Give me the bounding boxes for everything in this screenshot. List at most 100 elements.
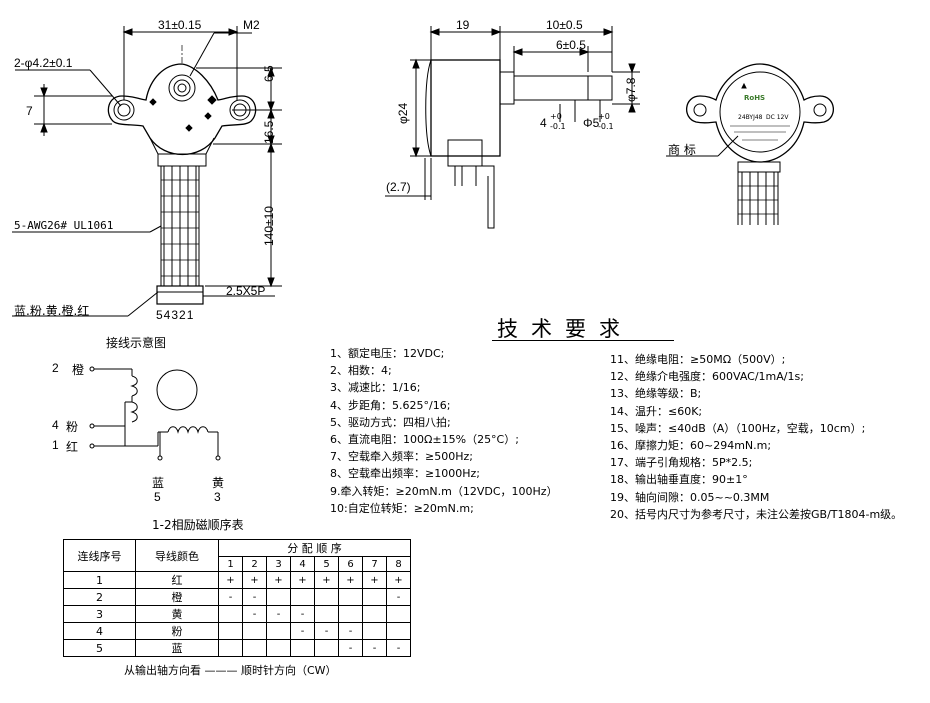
label-view-drawing: [666, 63, 834, 225]
row-no-cell: 5: [63, 639, 136, 657]
spec-item: 14、温升：≤60K;: [610, 404, 703, 418]
spec-item: 7、空载牵入频率：≥500Hz;: [330, 450, 473, 464]
spec-item: 15、噪声：≤40dB（A）（100Hz，空载，10cm）;: [610, 421, 866, 435]
sequence-cell: -: [266, 605, 291, 623]
side-dim-10-5: 10±0.5: [546, 18, 583, 32]
spec-item: 18、输出轴垂直度：90±1°: [610, 473, 748, 487]
side-dim-19: 19: [456, 18, 470, 32]
sequence-cell: -: [290, 622, 315, 640]
row-no-cell: 1: [63, 571, 136, 589]
sequence-cell: -: [362, 639, 387, 657]
sequence-cell: [386, 605, 411, 623]
sequence-cell: [314, 605, 339, 623]
side-tol-5-plus: +0: [598, 112, 610, 121]
side-dim-4: 4: [540, 116, 547, 130]
sequence-cell: -: [386, 588, 411, 606]
wire-5-num: 5: [154, 490, 161, 504]
side-view-drawing: [385, 26, 640, 229]
sequence-cell: [242, 639, 267, 657]
tech-title: 技术要求: [497, 317, 633, 341]
wire-4-num: 4: [52, 418, 59, 432]
tech-title-underline: [492, 340, 674, 341]
front-view-drawing: [12, 26, 282, 317]
pin-order-label: 54321: [156, 308, 195, 322]
row-no-cell: 2: [63, 588, 136, 606]
spec-item: 10:自定位转矩：≥20mN.m;: [330, 501, 474, 515]
sequence-cell: [218, 622, 243, 640]
sequence-cell: +: [242, 571, 267, 589]
spec-item: 8、空载牵出频率：≥1000Hz;: [330, 467, 480, 481]
front-dim-6-5: 6.5: [262, 65, 276, 82]
sequence-cell: [338, 605, 363, 623]
spec-item: 13、绝缘等级：B;: [610, 387, 702, 401]
spec-item: 11、绝缘电阻：≥50MΩ（500V）;: [610, 353, 786, 366]
front-dim-140: 140±10: [262, 206, 276, 246]
step-cell: 7: [362, 556, 387, 572]
sequence-cell: +: [338, 571, 363, 589]
row-color-cell: 橙: [135, 588, 219, 606]
sequence-cell: [362, 588, 387, 606]
sequence-cell: -: [242, 588, 267, 606]
sequence-cell: +: [314, 571, 339, 589]
connector-label: 2.5X5P: [226, 284, 266, 298]
row-color-cell: 蓝: [135, 639, 219, 657]
spec-item: 6、直流电阻：100Ω±15%（25°C）;: [330, 433, 519, 447]
sequence-cell: [266, 639, 291, 657]
front-hole-dim: 2-φ4.2±0.1: [14, 56, 73, 70]
spec-item: 12、绝缘介电强度：600VAC/1mA/1s;: [610, 370, 804, 384]
sequence-cell: -: [242, 605, 267, 623]
side-dim-d5: Φ5: [583, 116, 600, 130]
wiring-title: 接线示意图: [106, 336, 167, 350]
sequence-cell: [218, 605, 243, 623]
step-cell: 4: [290, 556, 315, 572]
spec-item: 5、驱动方式：四相八拍;: [330, 415, 451, 429]
wire-1-color: 红: [66, 440, 79, 454]
col-header-seq: 分 配 顺 序: [218, 539, 411, 557]
wire-spec-label: 5-AWG26# UL1061: [14, 219, 114, 232]
side-dim-2-7: (2.7): [386, 180, 411, 194]
sequence-cell: -: [314, 622, 339, 640]
sequence-cell: +: [362, 571, 387, 589]
row-no-cell: 4: [63, 622, 136, 640]
front-left-dim: 7: [26, 104, 33, 118]
wire-3-color: 黄: [212, 476, 225, 490]
sequence-cell: -: [218, 588, 243, 606]
tech-left-list: 1、额定电压：12VDC;2、相数：4;3、减速比：1/16;4、步距角：5.6…: [330, 345, 558, 517]
sequence-cell: [266, 588, 291, 606]
col-header-no: 连线序号: [63, 539, 136, 572]
sequence-cell: +: [266, 571, 291, 589]
spec-item: 9.牵入转矩：≥20mN.m（12VDC，100Hz）: [330, 484, 558, 498]
spec-item: 16、摩擦力矩：60~294mN.m;: [610, 439, 772, 453]
sequence-cell: [266, 622, 291, 640]
wire-2-color: 橙: [72, 363, 85, 377]
wire-4-color: 粉: [66, 420, 79, 434]
spec-item: 2、相数：4;: [330, 364, 392, 378]
label-model: 24BYJ48: [738, 114, 763, 121]
sequence-cell: [362, 605, 387, 623]
sequence-cell: [290, 588, 315, 606]
sequence-cell: +: [218, 571, 243, 589]
label-rohs: RoHS: [744, 94, 766, 102]
col-header-color: 导线颜色: [135, 539, 219, 572]
spec-item: 3、减速比：1/16;: [330, 381, 421, 395]
wire-colors-label: 蓝.粉.黄.橙.红: [14, 304, 90, 318]
sequence-cell: -: [338, 639, 363, 657]
spec-item: 4、步距角：5.625°/16;: [330, 398, 451, 412]
wire-1-num: 1: [52, 438, 59, 452]
wiring-diagram-drawing: [89, 366, 221, 461]
spec-item: 19、轴向间隙：0.05~~0.3MM: [610, 490, 770, 504]
front-dim-16-5: 16.5: [262, 120, 276, 144]
tech-right-list: 11、绝缘电阻：≥50MΩ（500V）; 12、绝缘介电强度：600VAC/1mA…: [610, 351, 902, 523]
front-width-dim: 31±0.15: [158, 18, 202, 32]
side-dim-d7-8: φ7.8: [624, 77, 638, 102]
row-color-cell: 红: [135, 571, 219, 589]
sequence-cell: [338, 588, 363, 606]
table-header-row: 连线序号 导线颜色 分 配 顺 序: [63, 539, 411, 572]
